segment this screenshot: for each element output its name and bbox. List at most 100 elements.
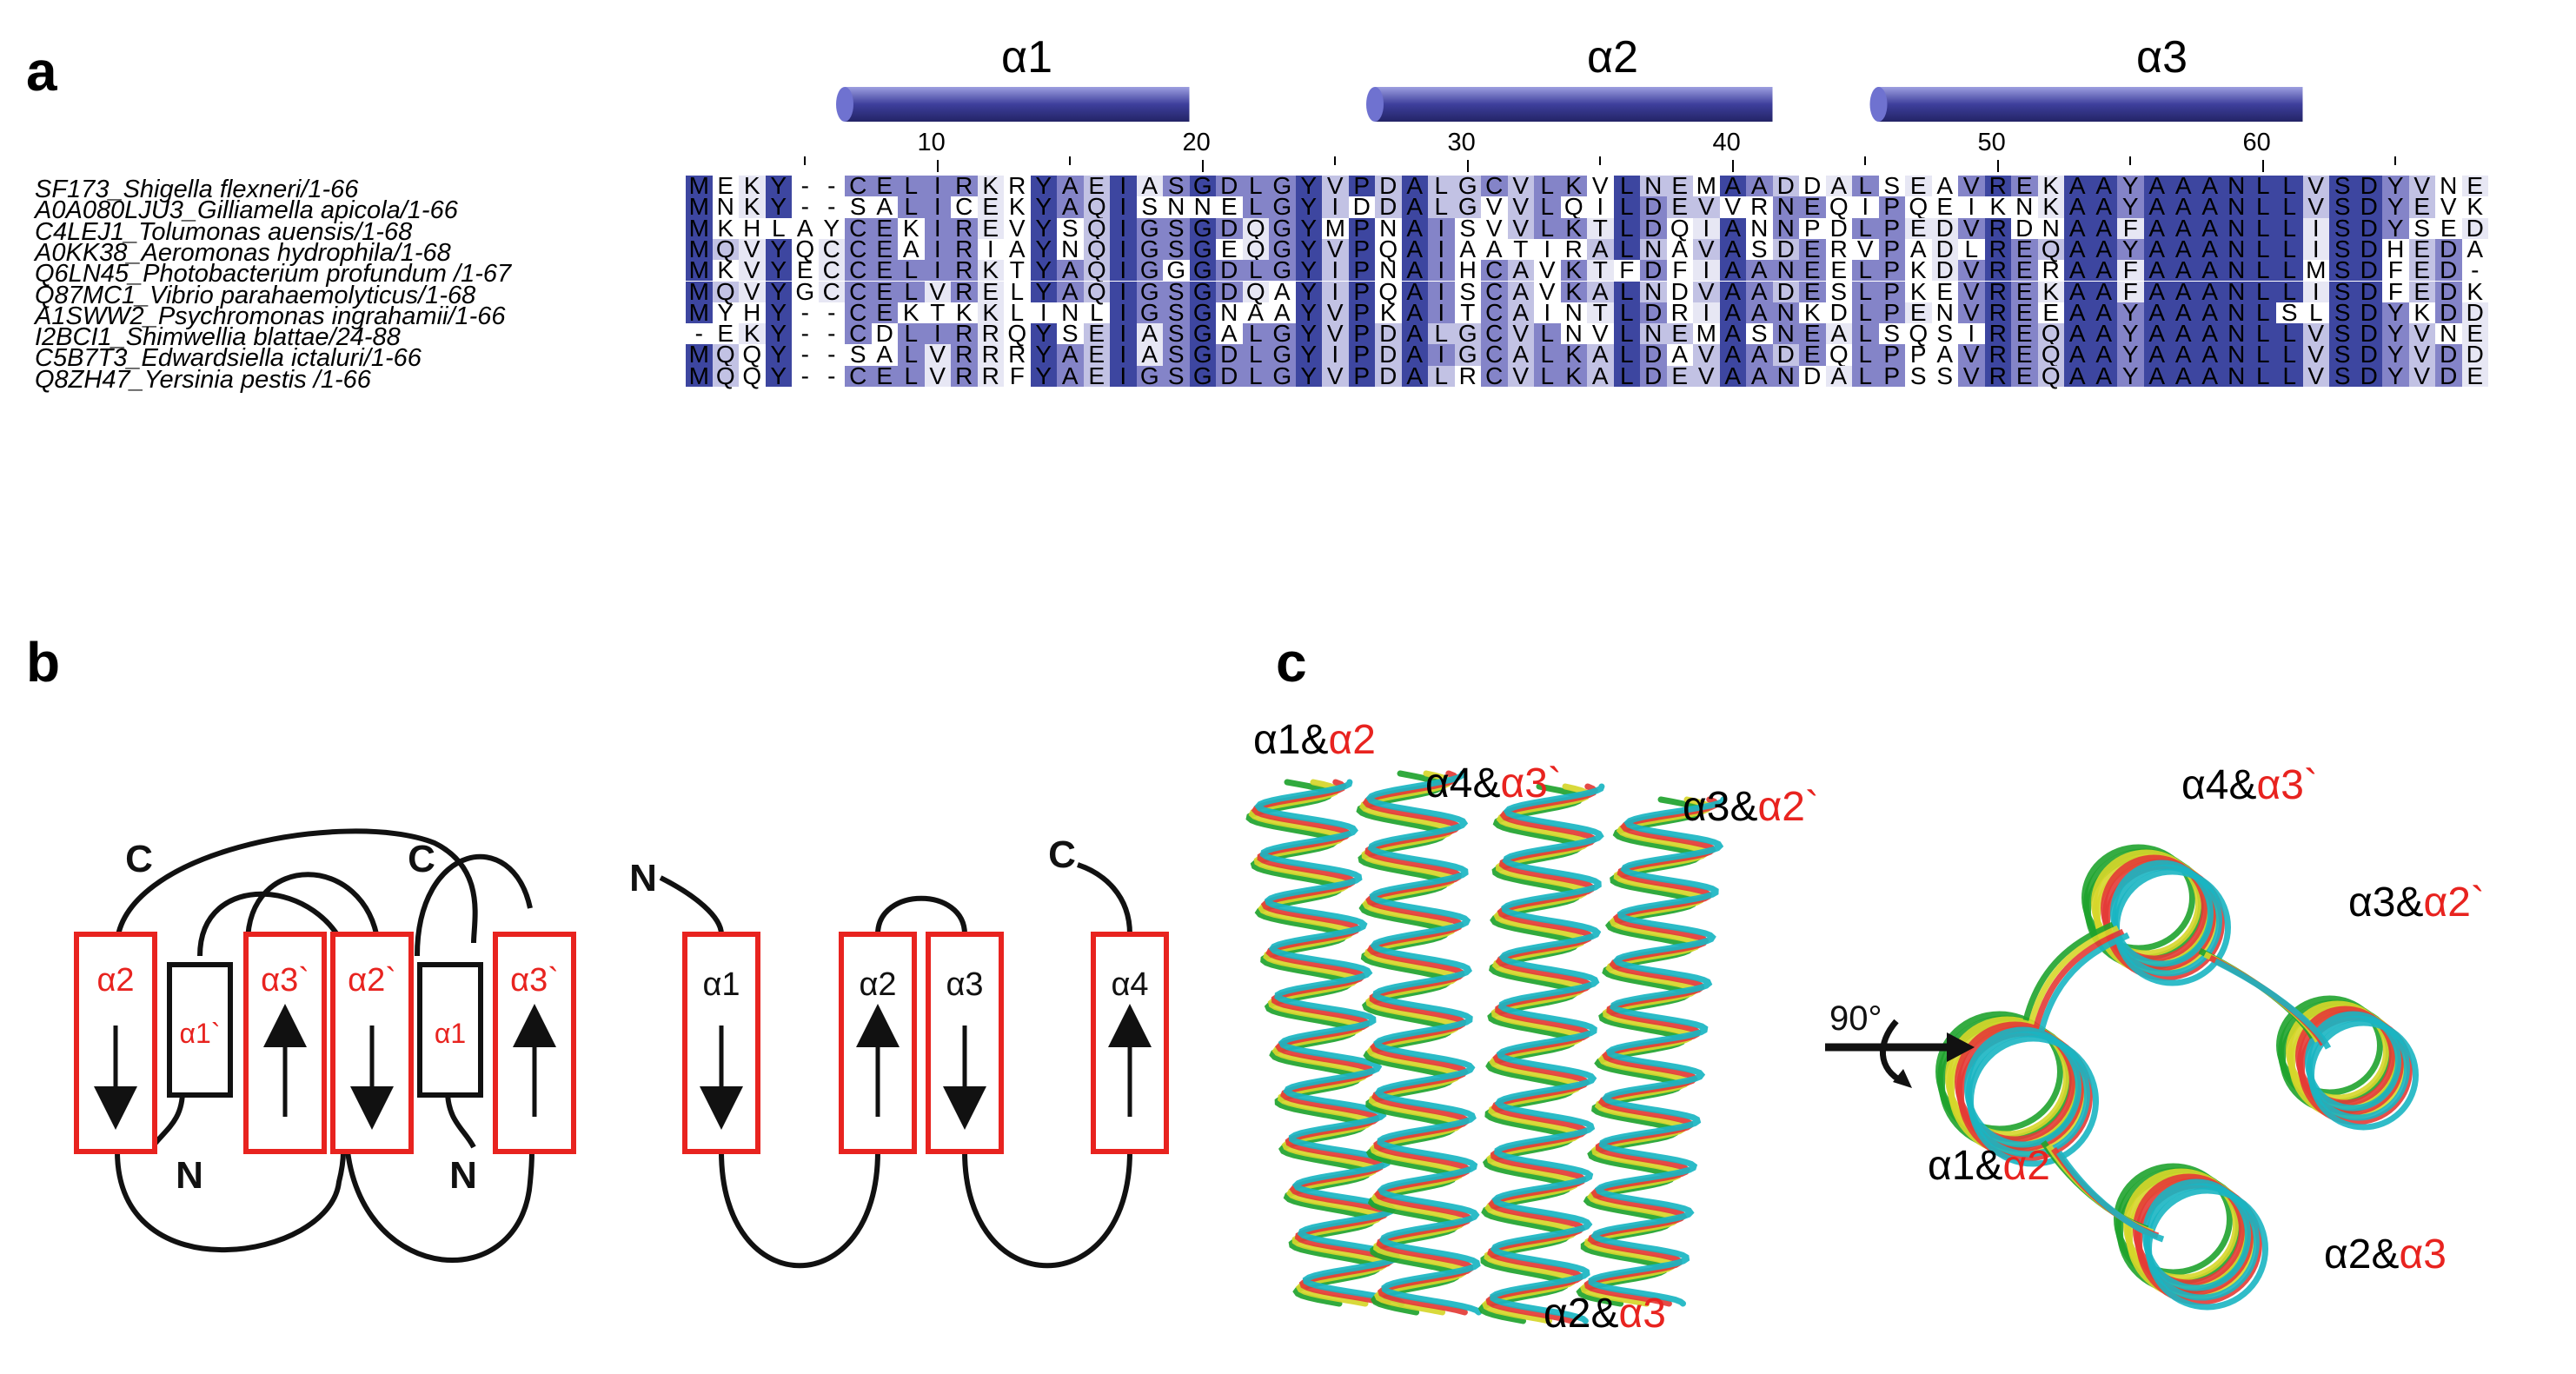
residue-cell: I [1110, 236, 1137, 262]
residue-cell: E [871, 363, 898, 388]
residue-cell: N [2015, 193, 2034, 221]
residue-cell: D [2015, 214, 2034, 242]
residue-cell: P [1348, 363, 1375, 388]
residue-cell: D [2435, 258, 2462, 282]
box-label-alpha2-prime: α2` [348, 962, 396, 999]
residue-cell: A [2064, 236, 2091, 262]
connector-a2-to-a3 [875, 895, 967, 935]
residue-cell: L [2276, 279, 2303, 303]
residue-cell: S [1141, 193, 1159, 221]
residue-cell: C [1481, 173, 1508, 198]
residue-cell: T [1587, 300, 1614, 324]
residue-cell: L [2249, 300, 2276, 324]
residue-cell: D [1640, 216, 1667, 240]
residue-cell: Y [2117, 342, 2144, 367]
residue-cell: R [951, 173, 978, 198]
residue-cell: A [2196, 363, 2223, 388]
residue-cell: N [1750, 214, 1769, 242]
residue-cell: P [1348, 300, 1375, 324]
residue-cell: A [1746, 300, 1773, 324]
residue-cell: F [2387, 256, 2403, 284]
residue-cell: P [1878, 342, 1905, 367]
residue-cell: V [2408, 342, 2435, 367]
helix-label-a3: α3 [2136, 32, 2188, 83]
residue-cell: A [1136, 321, 1163, 346]
residue-cell: E [871, 258, 898, 282]
residue-cell: D [2435, 342, 2462, 367]
residue-cell: H [743, 214, 761, 242]
residue-cell: D [1216, 173, 1243, 198]
terminal-c-2: C [408, 838, 435, 880]
residue-cell: A [1401, 342, 1428, 367]
residue-cell: K [1560, 342, 1587, 367]
residue-cell: S [2329, 300, 2356, 324]
residue-cell: L [2249, 363, 2276, 388]
residue-cell: A [1136, 173, 1163, 198]
residue-cell: A [1587, 279, 1614, 303]
residue-cell: D [1772, 342, 1799, 367]
residue-cell: A [2196, 236, 2223, 262]
residue-cell: D [2355, 173, 2382, 198]
residue-cell: R [1829, 235, 1848, 262]
residue-cell: A [2196, 300, 2223, 324]
residue-cell: L [1613, 279, 1640, 303]
residue-cell: D [1216, 279, 1243, 303]
residue-cell: G [1189, 173, 1216, 198]
residue-cell: - [827, 172, 836, 199]
residue-cell: Y [2382, 216, 2409, 240]
residue-cell: K [1560, 279, 1587, 303]
residue-cell: K [1989, 193, 2007, 221]
residue-cell: D [1216, 216, 1243, 240]
sequence-name: Q6LN45_Photobacterium profundum /1-67 [35, 260, 512, 289]
residue-cell: N [2223, 195, 2250, 219]
connector-bottom-left [115, 1151, 346, 1253]
ruler-number: 60 [2242, 129, 2271, 156]
residue-cell: C [1481, 300, 1508, 324]
residue-cell: E [2440, 214, 2457, 242]
residue-cell: D [1829, 214, 1848, 242]
residue-cell: S [1883, 172, 1901, 199]
residue-cell: A [1671, 341, 1689, 368]
residue-cell: K [1560, 216, 1587, 240]
residue-cell: F [2117, 279, 2144, 303]
residue-cell: L [1852, 258, 1879, 282]
side-label-a4a3p: α4&α3` [1425, 760, 1562, 806]
residue-cell: K [977, 173, 1004, 198]
residue-cell: R [1984, 342, 2011, 367]
left-terminal-labels: C C N N [125, 838, 477, 1197]
residue-cell: A [2170, 279, 2197, 303]
residue-cell: I [1110, 173, 1137, 198]
residue-cell: A [1401, 236, 1428, 262]
residue-cell: E [1666, 321, 1693, 346]
residue-cell: H [1458, 256, 1477, 284]
residue-cell: A [1746, 363, 1773, 388]
residue-cell: R [1984, 300, 2011, 324]
residue-cell: N [2223, 216, 2250, 240]
residue-cell: A [2143, 363, 2170, 388]
residue-cell: - [800, 320, 809, 348]
connector-a1-to-c [415, 853, 533, 957]
sequence-name: Q87MC1_Vibrio parahaemolyticus/1-68 [35, 281, 476, 309]
residue-cell: A [2143, 258, 2170, 282]
residue-cell: A [796, 214, 813, 242]
residue-cell: K [1560, 173, 1587, 198]
residue-cell: E [1799, 236, 1826, 262]
residue-cell: Y [1030, 195, 1057, 219]
residue-cell: A [1719, 258, 1746, 282]
residue-cell: S [1061, 214, 1079, 242]
residue-cell: E [1905, 173, 1932, 198]
residue-cell: Q [1670, 214, 1690, 242]
ruler-tick [2394, 156, 2397, 165]
residue-cell: I [1968, 320, 1975, 348]
residue-cell: A [1401, 173, 1428, 198]
residue-cell: - [827, 320, 836, 348]
residue-cell: I [1428, 279, 1455, 303]
residue-cell: V [1507, 195, 1534, 219]
residue-cell: D [1640, 363, 1667, 388]
residue-cell: Q [1083, 236, 1110, 262]
residue-cell: Q [742, 341, 762, 368]
residue-cell: L [1613, 173, 1640, 198]
residue-cell: I [924, 173, 951, 198]
residue-cell: E [717, 320, 734, 348]
residue-cell: A [2090, 236, 2117, 262]
